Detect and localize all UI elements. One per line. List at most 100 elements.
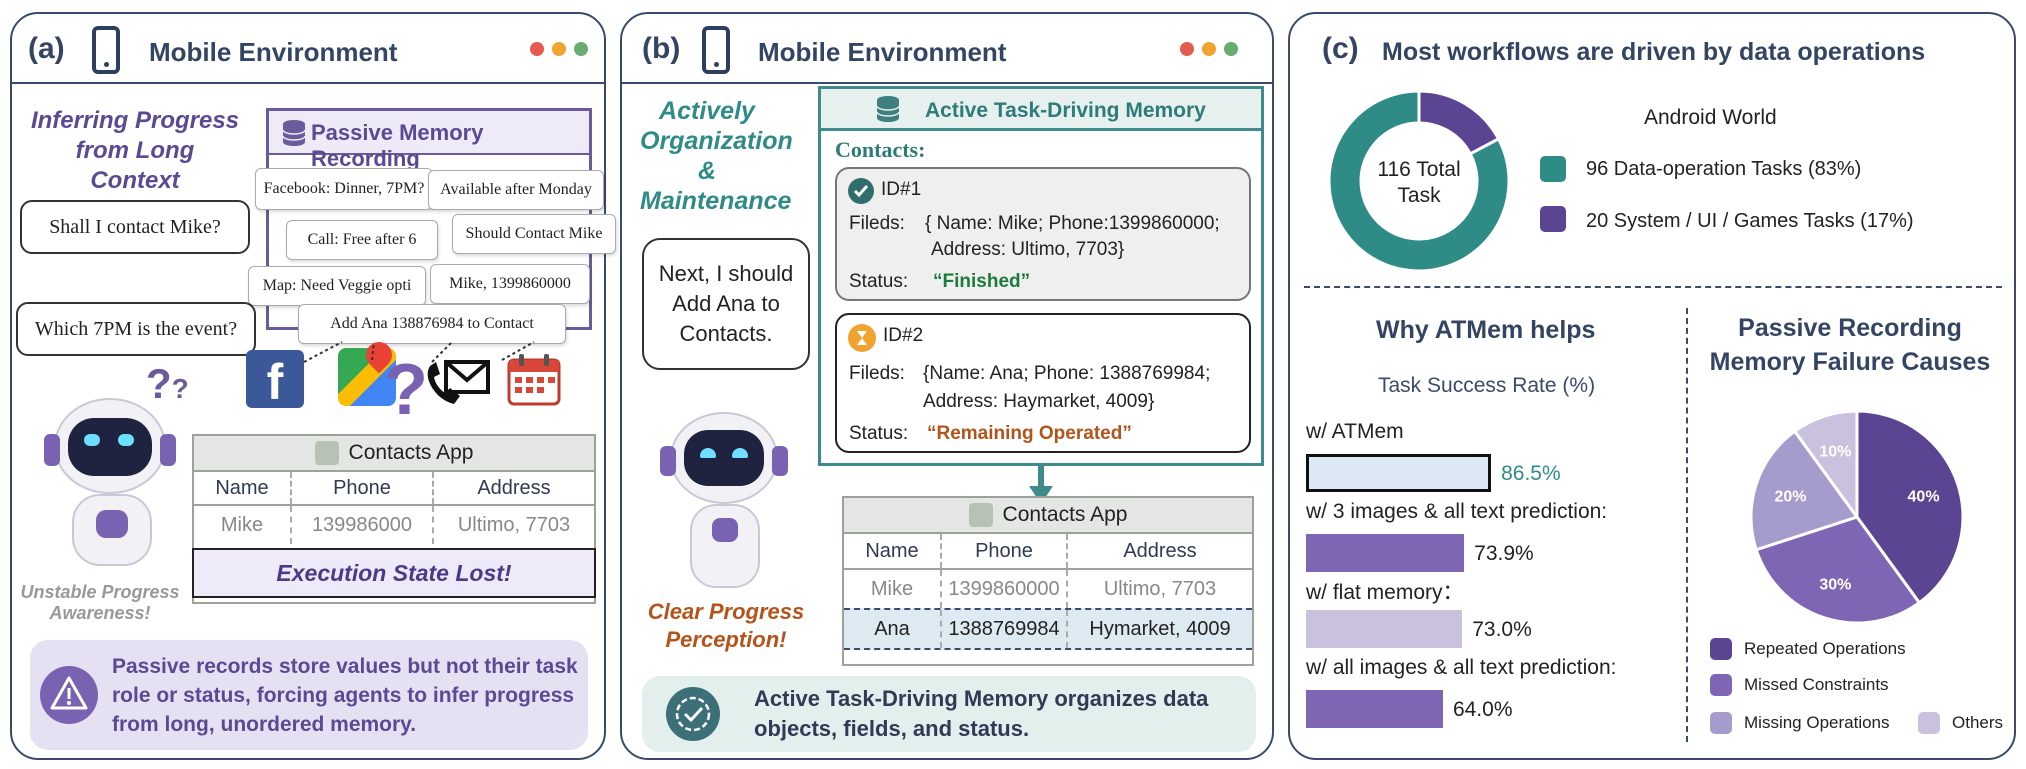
card1-status-label: Status:	[849, 271, 909, 292]
pie-legend-swatch-3	[1918, 712, 1940, 734]
contacts-label: Contacts:	[835, 137, 926, 162]
database-icon	[282, 120, 306, 146]
legend-system	[1540, 206, 1566, 232]
check-circle-icon	[666, 687, 720, 741]
bar-value-2: 73.0%	[1472, 618, 1532, 641]
window-dot-yellow	[552, 42, 566, 56]
pie-label-3: 10%	[1819, 443, 1851, 460]
contacts-app-title: Contacts App	[1002, 503, 1128, 526]
pie-slice-1	[1754, 515, 1922, 625]
card1-id: ID#1	[881, 179, 922, 200]
card2-filed-line1: {Name: Ana; Phone: 1388769984;	[923, 363, 1211, 384]
legend-data-op-text: 96 Data-operation Tasks (83%)	[1586, 158, 1862, 180]
card2-filed-label: Fileds:	[849, 363, 905, 384]
table-row: Mike 139986000 Ultimo, 7703	[194, 506, 594, 544]
donut-slice-0	[1327, 89, 1511, 273]
bar-chart: w/ ATMem 86.5% w/ 3 images & all text pred…	[1290, 14, 1686, 762]
card1-filed-line2: Address: Ultimo, 7703}	[931, 239, 1125, 260]
legend-system-text: 20 System / UI / Games Tasks (17%)	[1586, 210, 1914, 232]
maps-icon	[338, 336, 398, 406]
bar-value-1: 73.9%	[1474, 542, 1534, 565]
bar-label-2: w/ flat memory：	[1306, 581, 1464, 604]
inferring-text: Inferring Progress from Long Context	[30, 107, 240, 194]
note-facebook: Facebook: Dinner, 7PM?	[255, 168, 433, 210]
passive-title-l2: Memory Failure Causes	[1709, 348, 1991, 376]
phone-mail-icon	[427, 360, 490, 404]
card2-id: ID#2	[883, 325, 924, 346]
table-header-row: Name Phone Address	[844, 534, 1252, 570]
contacts-icon	[968, 503, 993, 527]
bubble-next-ana: Next, I should Add Ana to Contacts.	[642, 238, 810, 370]
pie-chart: 40%30%20%10%	[1749, 409, 1965, 625]
clear-progress-text: Clear Progress Perception!	[647, 599, 805, 652]
bar-0	[1306, 454, 1492, 492]
panel-a: (a) Mobile Environment Inferring Progres…	[10, 12, 616, 760]
question-mark-icon: ?	[384, 350, 428, 430]
note-mike-phone: Mike, 1399860000	[430, 264, 590, 304]
panel-b-letter: (b)	[642, 32, 681, 65]
database-icon	[876, 96, 900, 122]
bar-value-0: 86.5%	[1501, 462, 1561, 485]
card1-status: “Finished”	[933, 271, 1031, 292]
donut-chart: 116 Total Task	[1327, 89, 1511, 273]
pie-slice-3	[1792, 409, 1859, 522]
note-available: Available after Monday	[428, 170, 604, 210]
actively-text: Actively Organization & Maintenance	[640, 97, 793, 215]
note-map: Map: Need Veggie opti	[248, 266, 426, 306]
col-name: Name	[215, 476, 269, 499]
memory-card-1: ID#1 Fileds: { Name: Mike; Phone:1399860…	[835, 167, 1251, 301]
dashed-divider-h	[1304, 286, 2002, 288]
android-world-label: Android World	[1644, 106, 1777, 129]
col-phone: Phone	[290, 472, 432, 504]
header-divider	[12, 82, 604, 84]
pie-legend-text-2: Missing Operations	[1744, 713, 1890, 732]
table-row: Mike 1399860000 Ultimo, 7703	[844, 570, 1252, 608]
panel-b-bottom-box: Active Task-Driving Memory organizes dat…	[642, 676, 1256, 752]
panel-c-letter: (c)	[1322, 32, 1359, 65]
panel-a-bottom-box: Passive records store values but not the…	[30, 640, 588, 750]
contacts-icon	[314, 441, 339, 465]
contacts-app-title: Contacts App	[348, 441, 474, 464]
robot-question-marks: ??	[146, 360, 189, 407]
check-icon	[848, 178, 874, 204]
hourglass-icon	[848, 324, 876, 352]
pie-label-2: 20%	[1774, 488, 1806, 505]
window-dot-green	[1224, 42, 1238, 56]
why-title: Why ATMem helps	[1376, 316, 1596, 344]
phone-icon	[702, 26, 730, 74]
bar-label-0: w/ ATMem	[1306, 420, 1404, 443]
bar-label-3: w/ all images & all text prediction:	[1306, 656, 1617, 679]
bar-label-1: w/ 3 images & all text prediction:	[1306, 500, 1608, 523]
table-row-highlight: Ana 1388769984 Hymarket, 4009	[844, 608, 1252, 650]
execution-state-lost: Execution State Lost!	[192, 548, 596, 598]
bubble-contact-mike: Shall I contact Mike?	[20, 200, 250, 254]
panel-c: (c) Most workflows are driven by data op…	[1288, 12, 2016, 760]
panel-b-title: Mobile Environment	[758, 37, 1007, 67]
panel-b: (b) Mobile Environment Actively Organiza…	[620, 12, 1274, 760]
passive-title-l1: Passive Recording	[1738, 314, 1962, 342]
memory-card-2: ID#2 Fileds: {Name: Ana; Phone: 13887699…	[835, 313, 1251, 453]
pie-legend-text-3: Others	[1952, 713, 2004, 732]
note-should-contact: Should Contact Mike	[452, 214, 616, 254]
panel-b-bottom-text: Active Task-Driving Memory organizes dat…	[754, 686, 1209, 741]
col-address: Address	[432, 472, 594, 504]
passive-memory-title: Passive Memory Recording	[311, 120, 484, 171]
dotted-connectors	[303, 341, 535, 363]
pie-legend-text-0: Repeated Operations	[1744, 639, 1906, 658]
panel-a-title: Mobile Environment	[149, 37, 398, 67]
donut-center-line1: 116 Total	[1377, 158, 1460, 181]
card2-status-label: Status:	[849, 423, 909, 444]
panel-a-letter: (a)	[28, 32, 65, 65]
window-dot-yellow	[1202, 42, 1216, 56]
card1-filed-line1: { Name: Mike; Phone:1399860000;	[925, 213, 1220, 234]
pie-legend-swatch-1	[1710, 674, 1732, 696]
pie-slice-2	[1749, 429, 1860, 552]
window-dot-green	[574, 42, 588, 56]
dashed-divider-v	[1686, 308, 1688, 742]
pie-legend-swatch-0	[1710, 638, 1732, 660]
table-header-row: Name Phone Address	[194, 472, 594, 506]
pie-slice-0	[1855, 409, 1965, 605]
window-dot-red	[530, 42, 544, 56]
panel-c-title: Most workflows are driven by data operat…	[1382, 38, 1926, 66]
calendar-icon	[507, 354, 561, 406]
